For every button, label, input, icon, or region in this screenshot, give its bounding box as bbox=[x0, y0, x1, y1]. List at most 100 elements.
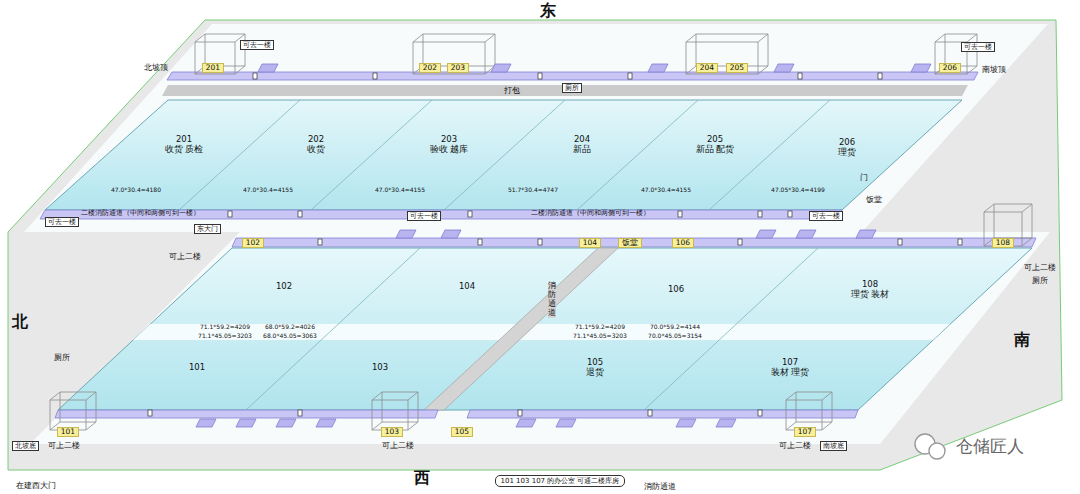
note-box: 101 103 107 的办公室 可通二楼库房 bbox=[495, 475, 626, 487]
node-text: 201 bbox=[206, 64, 220, 73]
zone-area: 103 bbox=[370, 362, 390, 374]
door-mark bbox=[738, 239, 742, 245]
zone-area: 206理货 bbox=[836, 137, 858, 159]
stair-block bbox=[516, 419, 536, 427]
passage-label: 消防通道 bbox=[548, 282, 556, 317]
label-box: 南坡底 bbox=[820, 441, 847, 451]
area-dimension: 68.0*59.2=4026 bbox=[265, 324, 315, 331]
node-text: 205 bbox=[730, 64, 744, 73]
node-text: 南坡底 bbox=[823, 442, 844, 450]
door-mark bbox=[468, 211, 472, 217]
door-mark bbox=[253, 73, 257, 79]
area-dimension: 71.1*45.05=3203 bbox=[573, 333, 627, 340]
door-mark bbox=[318, 239, 322, 245]
zone-area: 102 bbox=[274, 281, 294, 293]
room-tag: 103 bbox=[381, 427, 403, 438]
label-box: 东大门 bbox=[194, 224, 221, 234]
stair-note: 可上二楼 bbox=[778, 442, 812, 451]
room-frame bbox=[786, 392, 832, 430]
corridor-label: 二楼消防通道（中间和两侧可到一楼） bbox=[81, 210, 200, 217]
compass-label: 西 bbox=[414, 469, 430, 487]
room-tag: 106 bbox=[672, 238, 694, 249]
site-ground bbox=[8, 20, 1062, 470]
stair-block bbox=[911, 64, 931, 72]
node-text: 203 bbox=[430, 135, 469, 145]
node-text: 107 bbox=[798, 428, 812, 437]
stair-block bbox=[276, 419, 296, 427]
node-text: 203 bbox=[451, 64, 465, 73]
door-mark bbox=[878, 73, 882, 79]
aisle-band bbox=[133, 324, 950, 340]
node-text: 201 bbox=[165, 135, 204, 145]
area-dimension: 68.0*45.05=3063 bbox=[263, 333, 317, 340]
zone-area: 104 bbox=[457, 281, 477, 293]
door-mark bbox=[648, 410, 652, 416]
node-text: 可去一楼 bbox=[410, 212, 438, 220]
compass-label: 南 bbox=[1014, 331, 1030, 349]
node-text: 108 bbox=[996, 239, 1010, 248]
stair-block bbox=[856, 230, 876, 238]
corridor-label: 二楼消防通道（中间和两侧可到一楼） bbox=[531, 210, 650, 217]
node-text: 102 bbox=[246, 239, 260, 248]
area-dimension: 70.0*45.05=3154 bbox=[648, 333, 702, 340]
stair-block bbox=[491, 64, 511, 72]
door-mark bbox=[538, 239, 542, 245]
zone-area: 201收货 质检 bbox=[163, 134, 206, 156]
room-tag: 202 bbox=[419, 63, 441, 74]
node-text: 理货 bbox=[838, 148, 856, 158]
node-text: 101 bbox=[61, 428, 75, 437]
area-label: 厕所 bbox=[1031, 277, 1049, 286]
compass-label: 东 bbox=[540, 2, 556, 20]
corridor bbox=[40, 210, 842, 219]
stair-block bbox=[396, 230, 416, 238]
room-tag: 101 bbox=[57, 427, 79, 438]
area-dimension: 47.0*30.4=4180 bbox=[111, 187, 161, 194]
passage-label: 消防通道 bbox=[643, 483, 677, 492]
room-tag: 105 bbox=[451, 427, 473, 438]
stair-block bbox=[796, 230, 816, 238]
label-box: 可去一楼 bbox=[407, 211, 441, 221]
node-text: 理货 装材 bbox=[851, 290, 890, 300]
node-text: 101 bbox=[189, 363, 205, 373]
stair-note: 可上二楼 bbox=[47, 442, 81, 451]
stair-block bbox=[716, 419, 736, 427]
watermark: 仓储匠人 bbox=[956, 437, 1024, 457]
stair-block bbox=[676, 419, 696, 427]
door-label: 门 bbox=[859, 174, 869, 183]
area-dimension: 47.0*30.4=4155 bbox=[641, 187, 691, 194]
node-text: 102 bbox=[276, 282, 292, 292]
door-mark bbox=[628, 73, 632, 79]
node-text: 106 bbox=[668, 285, 684, 295]
zone-area: 106 bbox=[666, 284, 686, 296]
room-tag: 102 bbox=[242, 238, 264, 249]
area-dimension: 47.0*30.4=4155 bbox=[375, 187, 425, 194]
room-tag: 204 bbox=[696, 63, 718, 74]
node-text: 退货 bbox=[586, 368, 604, 378]
door-mark bbox=[518, 410, 522, 416]
area-dimension: 47.0*30.4=4155 bbox=[243, 187, 293, 194]
area-label: 打包 bbox=[503, 87, 521, 96]
door-mark bbox=[298, 410, 302, 416]
room-frame bbox=[50, 392, 96, 430]
room-tag: 206 bbox=[939, 63, 961, 74]
stair-note: 可上二楼 bbox=[168, 253, 202, 262]
node-text: 104 bbox=[459, 282, 475, 292]
door-mark bbox=[798, 73, 802, 79]
stair-note: 可上二楼 bbox=[1023, 264, 1057, 273]
label-box: 可去一楼 bbox=[961, 42, 995, 52]
area-dimension: 71.1*45.05=3203 bbox=[198, 333, 252, 340]
node-text: 106 bbox=[676, 239, 690, 248]
label-box: 北坡底 bbox=[12, 441, 39, 451]
corridor bbox=[167, 72, 978, 80]
room-tag: 201 bbox=[202, 63, 224, 74]
label-box: 厕所 bbox=[562, 83, 582, 93]
node-text: 收货 bbox=[307, 145, 325, 155]
zone-area: 203验收 越库 bbox=[428, 134, 471, 156]
node-text: 可去一楼 bbox=[48, 218, 76, 226]
zone-area: 202收货 bbox=[305, 134, 327, 156]
zone-area: 108理货 装材 bbox=[849, 279, 892, 301]
room-tag: 205 bbox=[726, 63, 748, 74]
node-text: 饭堂 bbox=[622, 239, 638, 248]
